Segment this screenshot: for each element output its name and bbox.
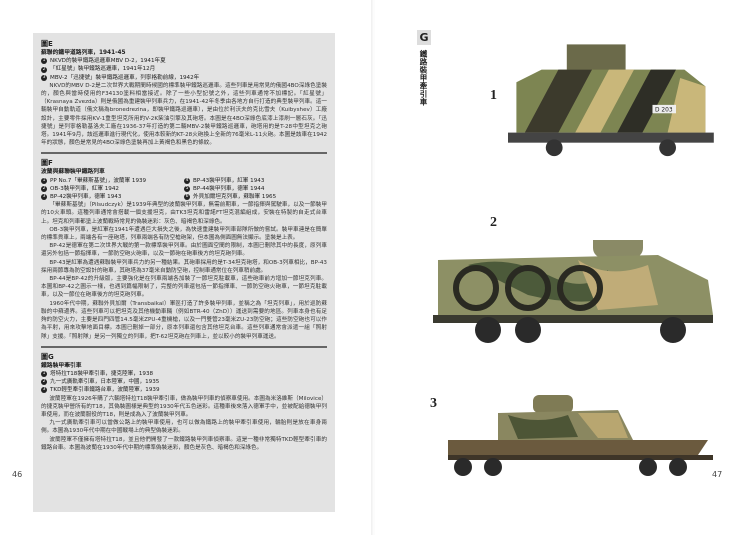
section-header: 圖G xyxy=(41,352,54,361)
caption-paragraph: BP-42是德軍在第二次世界大戰的第一款標準裝甲列車。由於圖面空間的限制，本圖已… xyxy=(41,243,327,258)
plate-letter-badge: G xyxy=(417,30,431,45)
figure-label-2: 2 xyxy=(490,215,497,230)
section-divider xyxy=(41,152,327,155)
plate-item-label: 九一式廣軌牽引車，日本陸軍，中國，1935 xyxy=(50,379,160,386)
plate-item-label: 塔特拉T18裝甲牽引車，捷克陸軍，1938 xyxy=(50,370,154,377)
rail-trolley xyxy=(448,440,708,455)
caption-paragraph: OB-3裝甲列車，是紅軍在1941年遭遇巨大損失之後，為快速重建裝甲列車部隊所做… xyxy=(41,226,327,242)
page-number-left: 46 xyxy=(12,470,23,479)
caption-paragraph: 1960年代中期，蘇聯外貝加爾（Transbaikal）軍區打造了許多裝甲列車，… xyxy=(41,300,327,340)
plate-item-label: BP-43裝甲列車，紅軍 1943 xyxy=(193,177,265,184)
plate-item-label: BP-42裝甲列車，德軍 1943 xyxy=(50,194,122,201)
plate-item-label: MBV-2「迅捷號」裝甲鐵路巡邏車，列寧格勒前線，1942年 xyxy=(50,74,200,81)
number-bullet-icon: 3 xyxy=(41,194,47,201)
number-bullet-icon: 6 xyxy=(184,194,190,201)
vehicle-marking: D 203 xyxy=(655,108,673,114)
caption-paragraph: 波蘭陸軍不僅擁有塔特拉T18，並且他們開發了一款鐵路裝甲列車偵察車。這是一種非常… xyxy=(41,436,327,451)
plate-item-label: NKVD的裝甲鐵路巡邏車MBV D-2，1941年夏 xyxy=(50,58,166,65)
section-title: 鐵路裝甲牽引車 xyxy=(41,362,82,369)
plate-item-label: OB-3裝甲列車，紅軍 1942 xyxy=(50,185,119,192)
caption-paragraph: 「畢蘇斯基號」（Pilsudczyk）是1939年典型的波蘭裝甲列車，無需前期車… xyxy=(41,202,327,225)
plate-item-label: TKD輕型牽引車鐵路台車，波蘭陸軍，1939 xyxy=(50,387,160,394)
number-bullet-icon: 1 xyxy=(41,177,47,184)
figure-label-1: 1 xyxy=(490,88,497,103)
plate-item-label: 外貝加爾坦克列車，蘇聯軍 1965 xyxy=(193,194,277,201)
caption-paragraph: 九一式廣軌牽引車可以當做公路上的裝甲車使用，也可以做為鐵路上的裝甲牽引車使用，輪… xyxy=(41,420,327,435)
section-header: 圖E xyxy=(41,40,53,48)
number-bullet-icon: 2 xyxy=(41,379,47,386)
number-bullet-icon: 3 xyxy=(41,387,47,394)
caption-paragraph: BP-43是紅軍為遭遇蘇聯裝甲列車兵力的另一種結果。其砲車採用的是T-34坦克砲… xyxy=(41,259,327,274)
plate-item-label: PP No.7「畢蘇斯基號」，波蘭軍 1939 xyxy=(50,177,147,184)
plate-item-label: BP-44裝甲列車，德軍 1944 xyxy=(193,185,265,192)
plate-title: 鐵路裝甲牽引車 xyxy=(419,50,428,106)
caption-paragraph: NKVD的MBV D-2是二次世界大戰期間時候國的標準裝甲鐵路巡邏車。這些列車是… xyxy=(41,82,327,147)
section-divider xyxy=(41,345,327,348)
plate-item-label: 「紅星號」裝甲鐵路巡邏車，1941年12月 xyxy=(50,66,156,73)
number-bullet-icon: 4 xyxy=(184,177,190,184)
caption-paragraph: 波蘭陸軍在1926年購了六輛塔特拉T18裝甲牽引車，做為裝甲列車的偵察車使用。本… xyxy=(41,395,327,418)
plate-item: 2「紅星號」裝甲鐵路巡邏車，1941年12月 xyxy=(41,65,327,73)
page-number-right: 47 xyxy=(712,470,723,479)
section-header: 圖F xyxy=(41,159,53,168)
road-rail-armoured-car-illustration xyxy=(433,240,713,343)
number-bullet-icon: 5 xyxy=(184,185,190,192)
number-bullet-icon: 1 xyxy=(41,371,47,377)
book-gutter xyxy=(371,0,377,535)
number-bullet-icon: 2 xyxy=(41,185,47,192)
number-bullet-icon: 3 xyxy=(41,74,47,81)
figure-label-3: 3 xyxy=(430,396,437,411)
armoured-railcar-illustration: D 203 xyxy=(508,44,714,157)
tankette-rail-trolley-illustration xyxy=(448,395,713,476)
number-bullet-icon: 2 xyxy=(41,66,47,73)
section-title: 蘇聯的鐵甲道路列車，1941-45 xyxy=(41,50,126,56)
caption-paragraph: BP-44是BP-42的升級版，主要強化是在列車兩端各加裝了一節坦克駐載車，這些… xyxy=(41,276,327,299)
number-bullet-icon: 1 xyxy=(41,58,47,65)
section-title: 波蘭與蘇聯裝甲鐵路列車 xyxy=(41,169,105,176)
